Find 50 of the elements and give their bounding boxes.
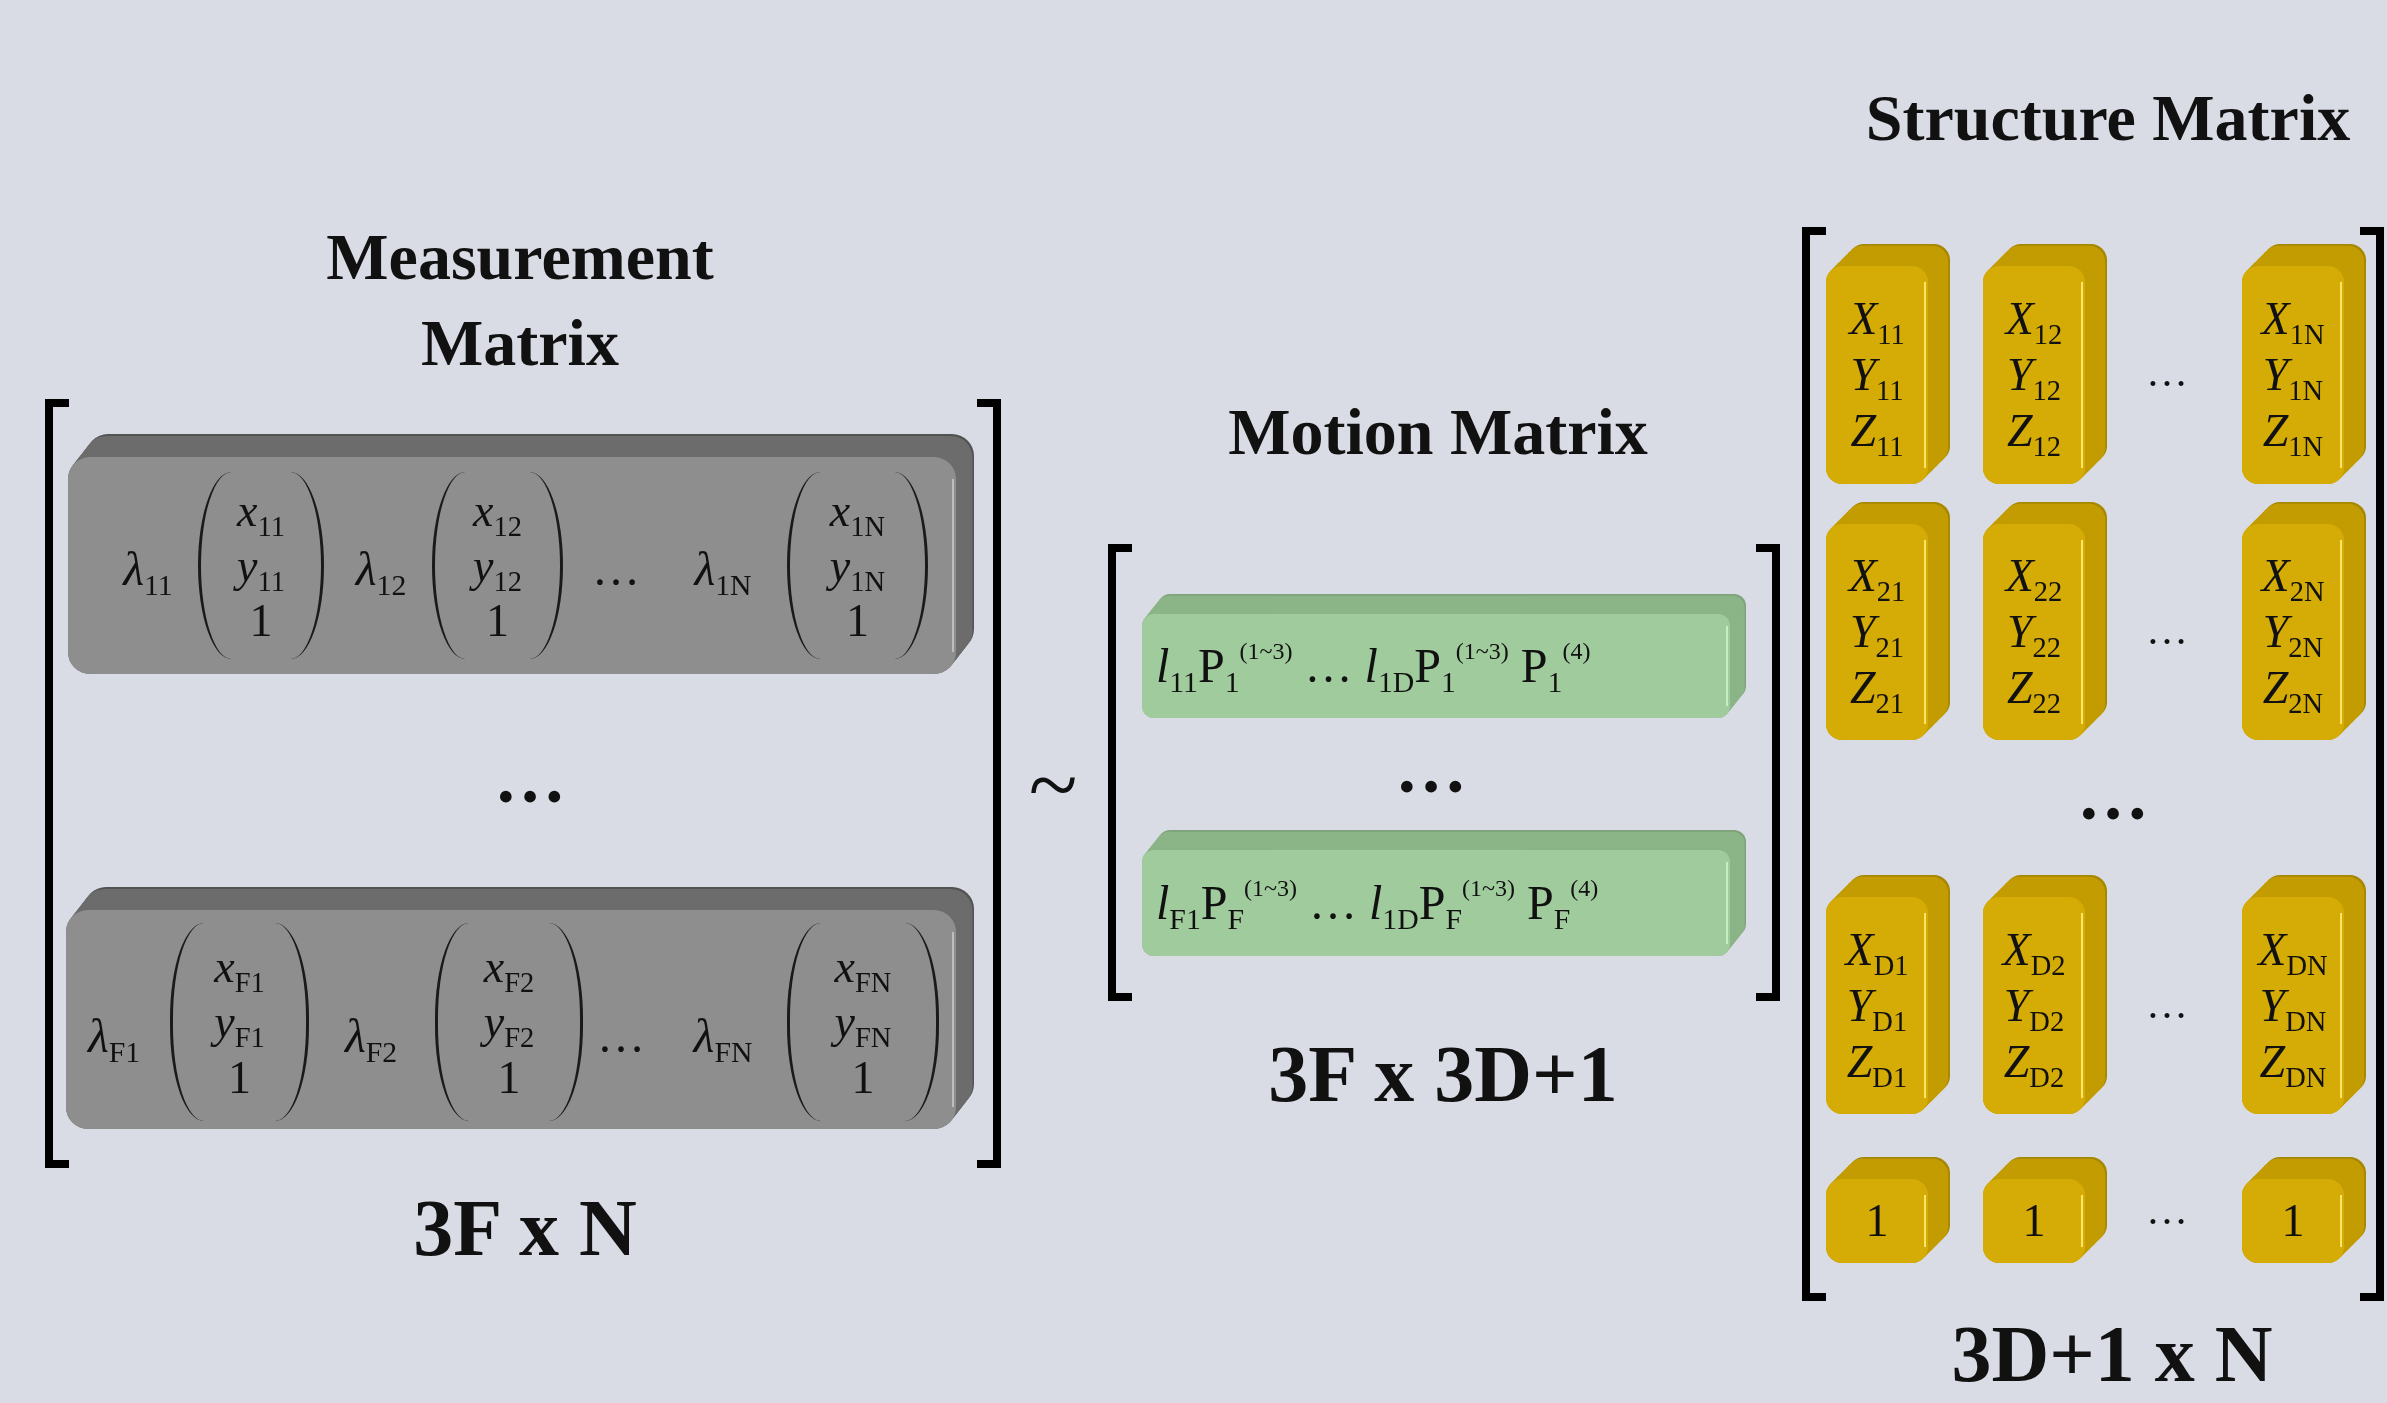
matrix-row-slab xyxy=(1142,594,1746,718)
matrix-title: Structure Matrix xyxy=(1864,80,2352,157)
scalar-term: λ$_{12}$ xyxy=(355,540,407,596)
coordinate-entries: X$_{21}$ Y$_{21}$ Z$_{21}$ xyxy=(1848,548,1906,717)
matrix-title: Measurement Matrix xyxy=(325,219,715,381)
coordinate-entries: X$_{11}$ Y$_{11}$ Z$_{11}$ xyxy=(1849,291,1905,460)
ellipsis: … xyxy=(592,540,640,596)
ellipsis: … xyxy=(2146,606,2192,654)
ellipsis: … xyxy=(2146,1186,2192,1234)
ellipsis: … xyxy=(2146,980,2192,1028)
coordinate-entries: X$_{D2}$ Y$_{D2}$ Z$_{D2}$ xyxy=(2002,922,2066,1090)
matrix-row-slab xyxy=(66,887,974,1129)
ellipsis: … xyxy=(597,1007,645,1063)
matrix-row-slab xyxy=(68,434,974,674)
scalar-term: λ$_{FN}$ xyxy=(693,1007,753,1063)
ellipsis: … xyxy=(2077,759,2149,831)
matrix-row-slab xyxy=(1142,830,1746,956)
coordinate-entries: X$_{22}$ Y$_{22}$ Z$_{22}$ xyxy=(2005,548,2063,717)
coordinate-entries: 1 xyxy=(2281,1193,2305,1248)
coordinate-entries: X$_{D1}$ Y$_{D1}$ Z$_{D1}$ xyxy=(1845,922,1909,1090)
point-block xyxy=(1983,875,2107,1114)
dimension-label: 3F x N xyxy=(413,1182,637,1274)
coordinate-entries: 1 xyxy=(2022,1193,2046,1248)
dimension-label: 3D+1 x N xyxy=(1951,1308,2273,1400)
coordinate-entries: X$_{1N}$ Y$_{1N}$ Z$_{1N}$ xyxy=(2261,291,2325,460)
point-block xyxy=(1983,502,2107,740)
ellipsis: … xyxy=(1395,732,1467,804)
scalar-term: λ$_{F2}$ xyxy=(344,1007,398,1063)
point-block xyxy=(1826,244,1950,484)
scalar-term: λ$_{1N}$ xyxy=(694,540,752,596)
coordinate-entries: X$_{12}$ Y$_{12}$ Z$_{12}$ xyxy=(2005,291,2063,460)
point-block xyxy=(1983,244,2107,484)
approx-symbol: ~ xyxy=(1028,733,1078,836)
point-block xyxy=(1983,1157,2107,1263)
point-block xyxy=(2242,244,2366,484)
coordinate-entries: X$_{DN}$ Y$_{DN}$ Z$_{DN}$ xyxy=(2258,922,2328,1090)
ellipsis: … xyxy=(494,742,566,814)
matrix-title: Motion Matrix xyxy=(1227,394,1649,471)
point-block xyxy=(1826,875,1950,1114)
coordinate-entries: X$_{2N}$ Y$_{2N}$ Z$_{2N}$ xyxy=(2261,548,2325,717)
point-block xyxy=(2242,1157,2366,1263)
dimension-label: 3F x 3D+1 xyxy=(1268,1028,1618,1120)
ellipsis: … xyxy=(2146,348,2192,396)
point-block xyxy=(2242,502,2366,740)
coordinate-entries: 1 xyxy=(1865,1193,1889,1248)
point-block xyxy=(2242,875,2366,1114)
scalar-term: λ$_{11}$ xyxy=(123,540,173,596)
scalar-term: λ$_{F1}$ xyxy=(87,1007,141,1063)
point-block xyxy=(1826,502,1950,740)
point-block xyxy=(1826,1157,1950,1263)
